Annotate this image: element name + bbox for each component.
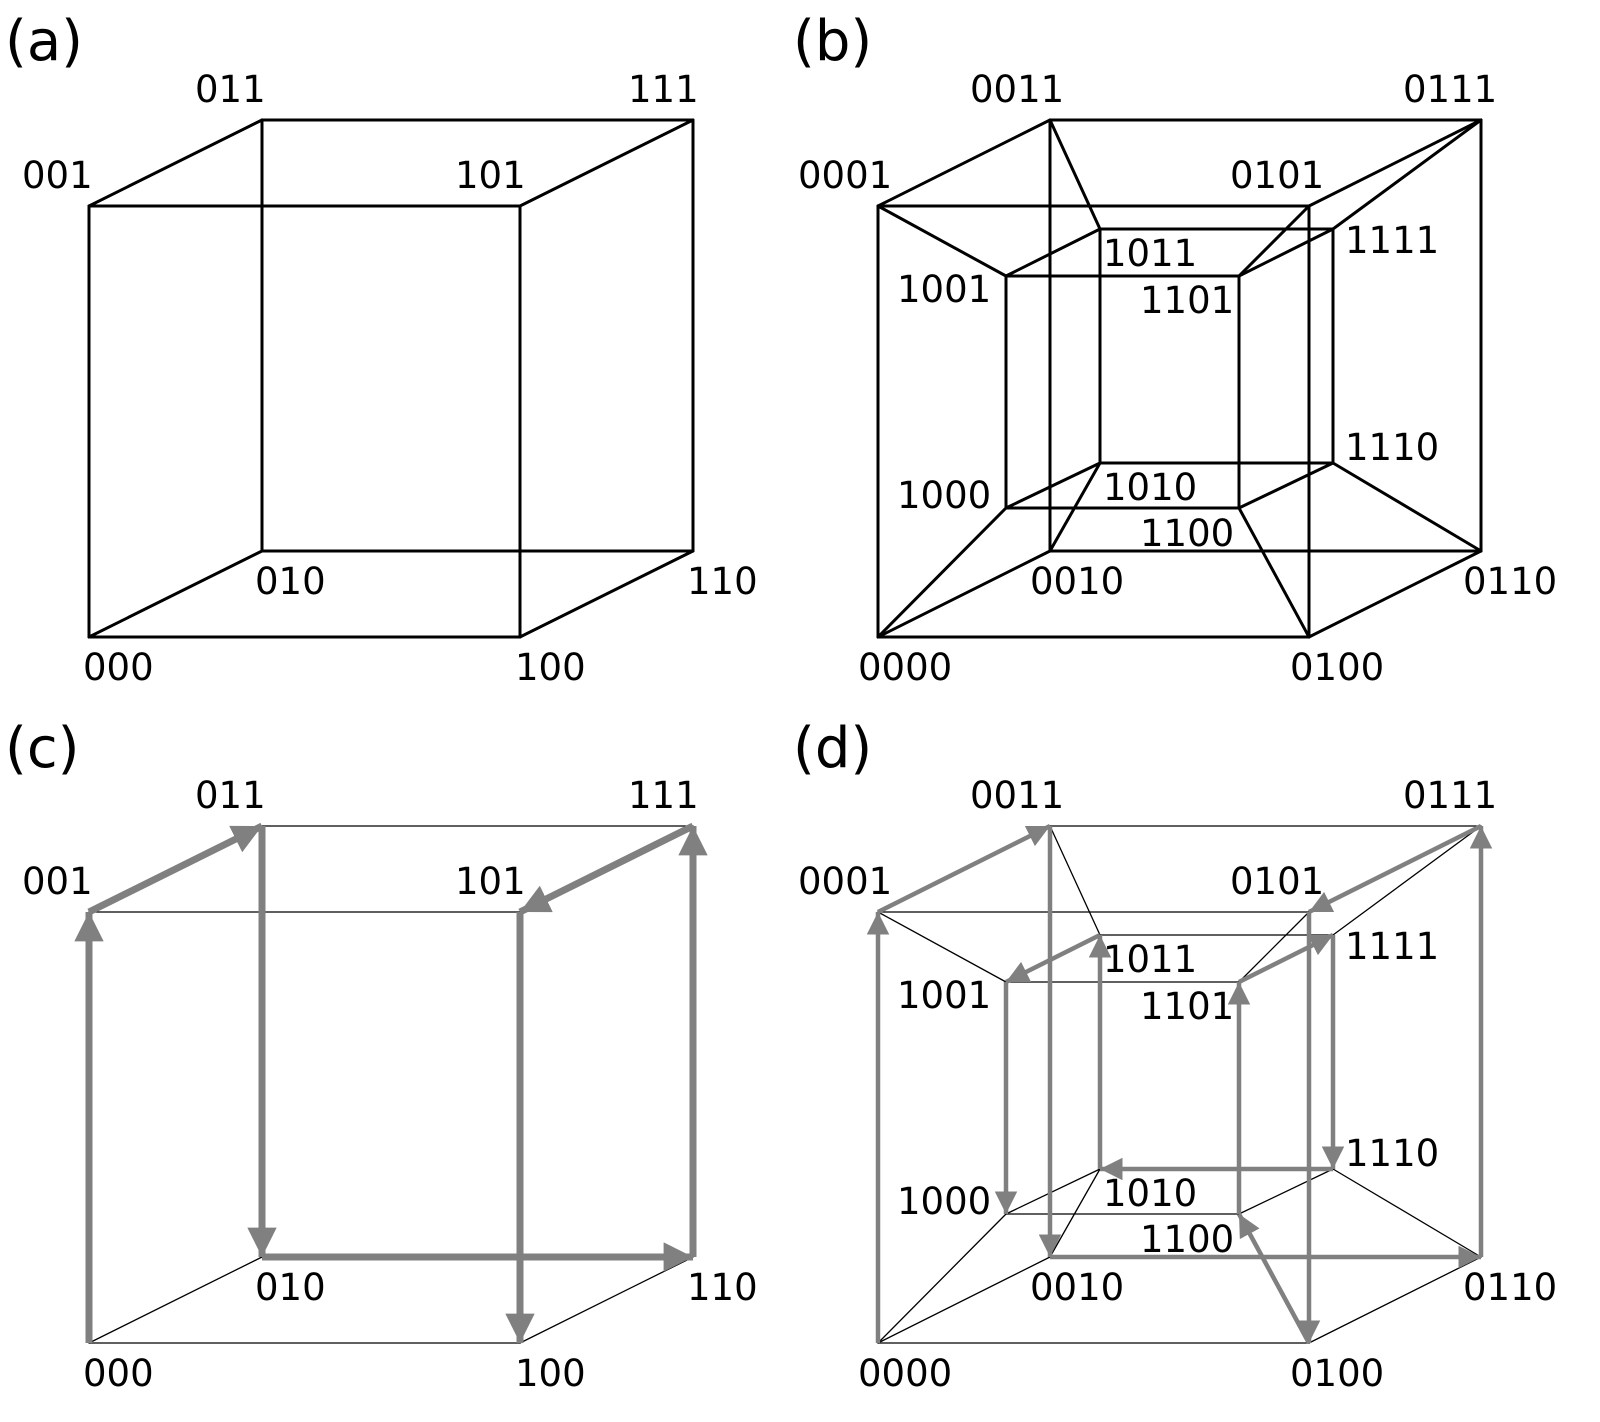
vertex-label-1000: 1000 (897, 1180, 991, 1223)
vertex-label-0011: 0011 (970, 68, 1064, 111)
vertex-label-011: 011 (195, 774, 266, 817)
path-arrow-001-to-011 (87, 822, 264, 916)
edge-1001-1011 (1004, 227, 1102, 278)
edge-100-110 (519, 1256, 694, 1344)
edge-0010-1010 (1048, 461, 1102, 553)
vertex-label-100: 100 (515, 1352, 586, 1395)
vertex-label-100: 100 (515, 646, 586, 689)
vertex-label-0001: 0001 (798, 860, 892, 903)
vertex-label-000: 000 (83, 646, 154, 689)
vertex-label-1110: 1110 (1345, 1132, 1439, 1175)
edge-0000-0010 (876, 549, 1052, 639)
vertex-label-011: 011 (195, 68, 266, 111)
edge-0000-1000 (877, 1213, 1007, 1344)
vertex-label-0010: 0010 (1030, 560, 1124, 603)
vertex-label-1010: 1010 (1103, 466, 1197, 509)
vertex-label-1001: 1001 (897, 974, 991, 1017)
edge-0010-1010 (1049, 1168, 1101, 1258)
vertex-label-0111: 0111 (1403, 774, 1497, 817)
edge-100-110 (518, 549, 695, 639)
vertex-label-010: 010 (255, 560, 326, 603)
panel-label-b: (b) (793, 9, 872, 74)
panel-d: 0000 0100 0010 0110 0001 0101 0011 0111 1000 1100… (793, 716, 1557, 1395)
path-arrow-1101-to-1111 (1237, 932, 1335, 985)
vertex-label-0110: 0110 (1463, 560, 1557, 603)
vertex-label-1011: 1011 (1103, 232, 1197, 275)
edge-0101-1101 (1237, 204, 1311, 278)
edge-101-111 (518, 118, 695, 208)
vertex-label-0010: 0010 (1030, 1266, 1124, 1309)
vertex-label-0011: 0011 (970, 774, 1064, 817)
vertex-label-1001: 1001 (897, 268, 991, 311)
vertex-label-1101: 1101 (1140, 279, 1234, 322)
vertex-label-1111: 1111 (1345, 219, 1439, 262)
edge-1100-1110 (1237, 461, 1335, 510)
vertex-label-001: 001 (22, 860, 93, 903)
vertex-label-111: 111 (628, 68, 699, 111)
path-arrow-0001-to-0011 (876, 823, 1052, 915)
edge-000-010 (87, 549, 264, 639)
vertex-label-0000: 0000 (858, 646, 952, 689)
panel-a: 000 100 010 110 001 101 011 111 (a) (5, 9, 758, 689)
edge-0011-1011 (1049, 825, 1101, 936)
path-arrow-1011-to-1001 (1004, 932, 1102, 985)
vertex-label-110: 110 (687, 1266, 758, 1309)
edge-0001-1001 (876, 204, 1008, 278)
path-arrow-111-to-101 (518, 822, 695, 916)
edge-1101-1111 (1237, 227, 1335, 278)
vertex-label-111: 111 (628, 774, 699, 817)
vertex-label-101: 101 (455, 860, 526, 903)
vertex-label-110: 110 (687, 560, 758, 603)
panel-c: 000 100 010 110 001 101 011 111 (c) (5, 716, 758, 1395)
edge-0111-1111 (1331, 118, 1483, 231)
vertex-label-0101: 0101 (1230, 860, 1324, 903)
vertex-label-101: 101 (455, 154, 526, 197)
panel-b: 0000 0100 0010 0110 0001 0101 0011 0111 1000 1100… (793, 9, 1557, 689)
edge-1000-1010 (1004, 461, 1102, 510)
edge-000-010 (88, 1256, 263, 1344)
edge-0101-1101 (1238, 911, 1310, 983)
edge-0000-1000 (876, 506, 1008, 639)
edge-0100-0110 (1308, 1256, 1482, 1344)
vertex-label-1101: 1101 (1140, 985, 1234, 1028)
vertex-label-0110: 0110 (1463, 1266, 1557, 1309)
edge-0000-0010 (877, 1256, 1051, 1344)
vertex-label-001: 001 (22, 154, 93, 197)
vertex-label-1100: 1100 (1140, 1218, 1234, 1261)
edge-1000-1010 (1005, 1168, 1101, 1215)
edge-0001-0011 (876, 118, 1052, 208)
edge-0001-1001 (877, 911, 1007, 983)
panel-label-c: (c) (5, 716, 79, 781)
vertex-label-1000: 1000 (897, 474, 991, 517)
edge-0011-1011 (1048, 118, 1102, 231)
panel-label-a: (a) (5, 9, 83, 74)
edge-0110-1110 (1332, 1168, 1482, 1258)
vertex-label-010: 010 (255, 1266, 326, 1309)
edge-0100-1100 (1237, 506, 1311, 639)
edge-0110-1110 (1331, 461, 1483, 553)
vertex-label-1010: 1010 (1103, 1172, 1197, 1215)
vertex-label-000: 000 (83, 1352, 154, 1395)
vertex-label-0111: 0111 (1403, 68, 1497, 111)
edge-001-011 (87, 118, 264, 208)
path-arrow-0100-to-1100 (1237, 1212, 1311, 1345)
path-arrow-0111-to-0101 (1307, 823, 1483, 915)
vertex-label-0000: 0000 (858, 1352, 952, 1395)
vertex-label-0100: 0100 (1290, 1352, 1384, 1395)
vertex-label-1011: 1011 (1103, 938, 1197, 981)
edge-0111-1111 (1332, 825, 1482, 936)
vertex-label-0001: 0001 (798, 154, 892, 197)
vertex-label-1110: 1110 (1345, 426, 1439, 469)
vertex-label-1111: 1111 (1345, 925, 1439, 968)
edge-1100-1110 (1238, 1168, 1334, 1215)
vertex-label-0101: 0101 (1230, 154, 1324, 197)
edge-0100-0110 (1307, 549, 1483, 639)
vertex-label-1100: 1100 (1140, 512, 1234, 555)
vertex-label-0100: 0100 (1290, 646, 1384, 689)
edge-0101-0111 (1307, 118, 1483, 208)
panel-label-d: (d) (793, 716, 872, 781)
